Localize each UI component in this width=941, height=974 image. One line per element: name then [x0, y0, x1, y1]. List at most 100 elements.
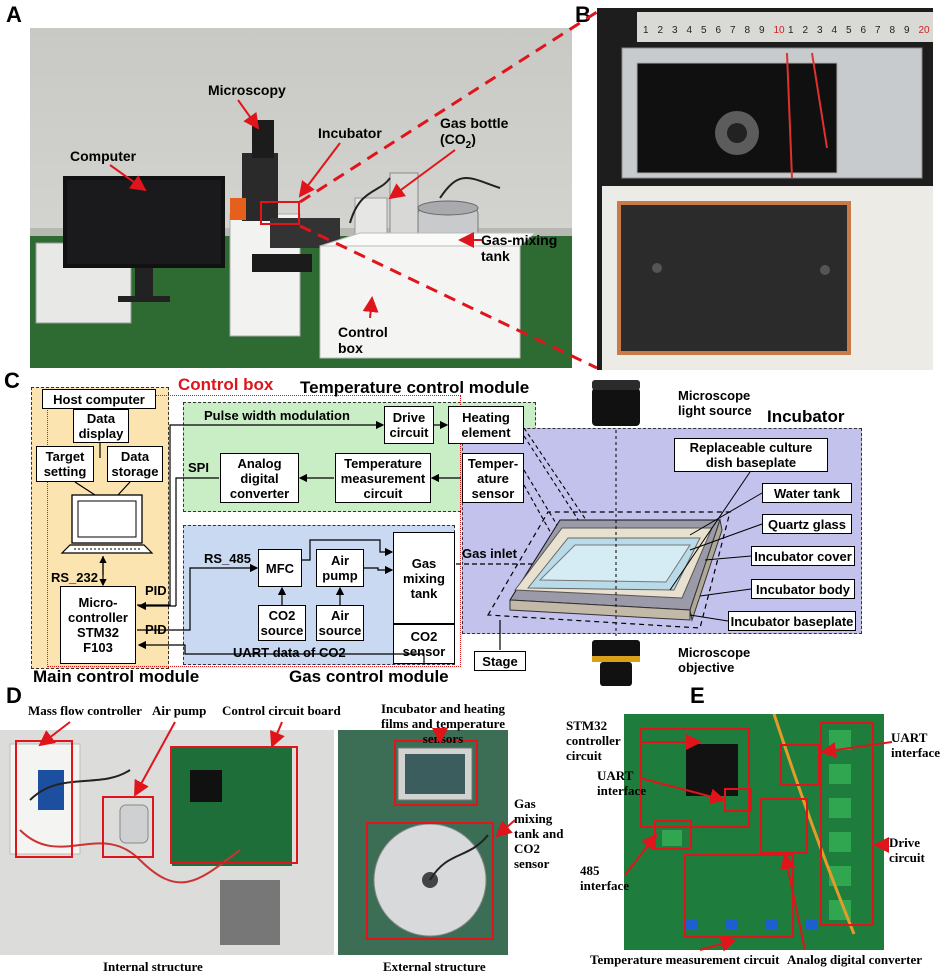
- label-gas-bottle-line2: (CO2): [440, 131, 508, 154]
- ruler-number: 5: [846, 25, 852, 36]
- drive-circuit-highlight: [820, 722, 874, 926]
- internal-structure-label: Internal structure: [103, 959, 203, 974]
- gas-tank-highlight: [366, 822, 494, 940]
- control-box-boundary: [47, 395, 461, 667]
- mass-flow-label: Mass flow controller: [28, 703, 142, 718]
- ruler-number: 9: [904, 25, 910, 36]
- label-gas-mixing-line1: Gas-mixing: [481, 232, 558, 248]
- pcb-illustration: [624, 714, 884, 950]
- temperature-sensor-box: Temper-ature sensor: [462, 453, 524, 503]
- ruler-number: 6: [716, 25, 722, 36]
- ruler-number: 3: [817, 25, 823, 36]
- label-gas-bottle: Gas bottle (CO2): [440, 115, 508, 154]
- rs232-label: RS_232: [51, 570, 98, 585]
- ruler-number: 4: [687, 25, 693, 36]
- ruler-number: 7: [875, 25, 881, 36]
- ruler-number: 9: [759, 25, 765, 36]
- temperature-module-title: Temperature control module: [300, 378, 530, 397]
- mfc-box: MFC: [258, 549, 302, 587]
- drive-circuit-box: Drive circuit: [384, 406, 434, 444]
- ruler-number: 3: [672, 25, 678, 36]
- data-storage-box: Data storage: [107, 446, 163, 482]
- gas-inlet-label: Gas inlet: [462, 546, 517, 561]
- temperature-measurement-box: Temperature measurement circuit: [335, 453, 431, 503]
- stm32-label: STM32 controller circuit: [566, 718, 621, 763]
- control-board-label: Control circuit board: [222, 703, 341, 718]
- label-gas-mixing-tank: Gas-mixing tank: [481, 232, 557, 264]
- gas-tank-co2-label: Gas mixing tank and CO2 sensor: [514, 796, 564, 871]
- spi-label: SPI: [188, 460, 209, 475]
- air-pump-box-highlight: [102, 796, 154, 858]
- panel-label-d: D: [6, 683, 22, 708]
- co2-subscript: 2: [465, 139, 472, 151]
- ruler-number: 7: [730, 25, 736, 36]
- air-source-box: Air source: [316, 605, 364, 641]
- adc-box: Analog digital converter: [220, 453, 299, 503]
- gas-module-title: Gas control module: [289, 667, 449, 686]
- panel-e-pcb-photo: [624, 714, 884, 950]
- main-module-title: Main control module: [33, 667, 200, 686]
- stage-box: Stage: [474, 651, 526, 671]
- incubator-cover-box: Incubator cover: [751, 546, 855, 566]
- internal-structure-illustration: [0, 730, 334, 955]
- air-pump-label: Air pump: [152, 703, 207, 718]
- target-setting-box: Target setting: [36, 446, 94, 482]
- ruler-number: 8: [745, 25, 751, 36]
- ruler-number: 6: [861, 25, 867, 36]
- incubator-baseplate-box: Incubator baseplate: [728, 611, 856, 631]
- co2-text: (CO: [440, 131, 466, 147]
- heating-element-box: Heating element: [448, 406, 524, 444]
- uart-co2-label: UART data of CO2: [233, 645, 346, 660]
- microscope-light-label: Microscope light source: [678, 388, 752, 418]
- micro-controller-box: Micro-controller STM32 F103: [60, 586, 136, 664]
- co2-source-box: CO2 source: [258, 605, 306, 641]
- ruler-number: 1: [788, 25, 794, 36]
- label-gas-mixing-line2: tank: [481, 248, 510, 264]
- uart-left-label: UART interface: [597, 768, 647, 798]
- pid-label-1: PID: [145, 583, 167, 598]
- rs485-label: RS_485: [204, 551, 251, 566]
- label-gas-bottle-line1: Gas bottle: [440, 115, 509, 131]
- pwm-label: Pulse width modulation: [204, 408, 350, 423]
- host-computer-box: Host computer: [42, 389, 156, 409]
- label-microscopy: Microscopy: [208, 82, 286, 98]
- external-structure-label: External structure: [383, 959, 486, 974]
- label-control-box-line1: Control: [338, 324, 388, 340]
- control-box-title: Control box: [178, 375, 274, 394]
- gas-mixing-tank-box: Gas mixing tank: [393, 532, 455, 624]
- air-pump-box: Air pump: [316, 549, 364, 587]
- panel-label-c: C: [4, 368, 20, 393]
- microscope-light-source-icon: [592, 380, 640, 426]
- water-tank-box: Water tank: [762, 483, 852, 503]
- replaceable-baseplate-box: Replaceable culture dish baseplate: [674, 438, 828, 472]
- ruler-number: 1: [643, 25, 649, 36]
- computer-icon: [60, 494, 154, 554]
- microscope-objective-label: Microscope objective: [678, 645, 751, 675]
- uart-right-label: UART interface: [891, 730, 941, 760]
- panel-label-e: E: [690, 683, 705, 708]
- adc-label: Analog digital converter: [787, 952, 923, 967]
- rs485-label-e: 485 interface: [580, 863, 630, 893]
- label-control-box-line2: box: [338, 340, 363, 356]
- co2-close: ): [471, 131, 476, 147]
- microscope-objective-icon: [592, 640, 640, 686]
- adc-highlight: [760, 798, 808, 854]
- ruler-number: 20: [919, 25, 931, 36]
- incubator-body-box: Incubator body: [751, 579, 855, 599]
- ruler-number: 4: [832, 25, 838, 36]
- label-incubator: Incubator: [318, 125, 382, 141]
- incubator-highlight-box: [260, 201, 300, 225]
- ruler-number: 8: [890, 25, 896, 36]
- panel-label-b: B: [575, 2, 591, 27]
- ruler-number: 5: [701, 25, 707, 36]
- ruler-number: 2: [658, 25, 664, 36]
- incubator-3d-model: [509, 518, 723, 622]
- temp-measurement-label: Temperature measurement circuit: [590, 952, 780, 967]
- drive-circuit-label: Drive circuit: [889, 835, 925, 865]
